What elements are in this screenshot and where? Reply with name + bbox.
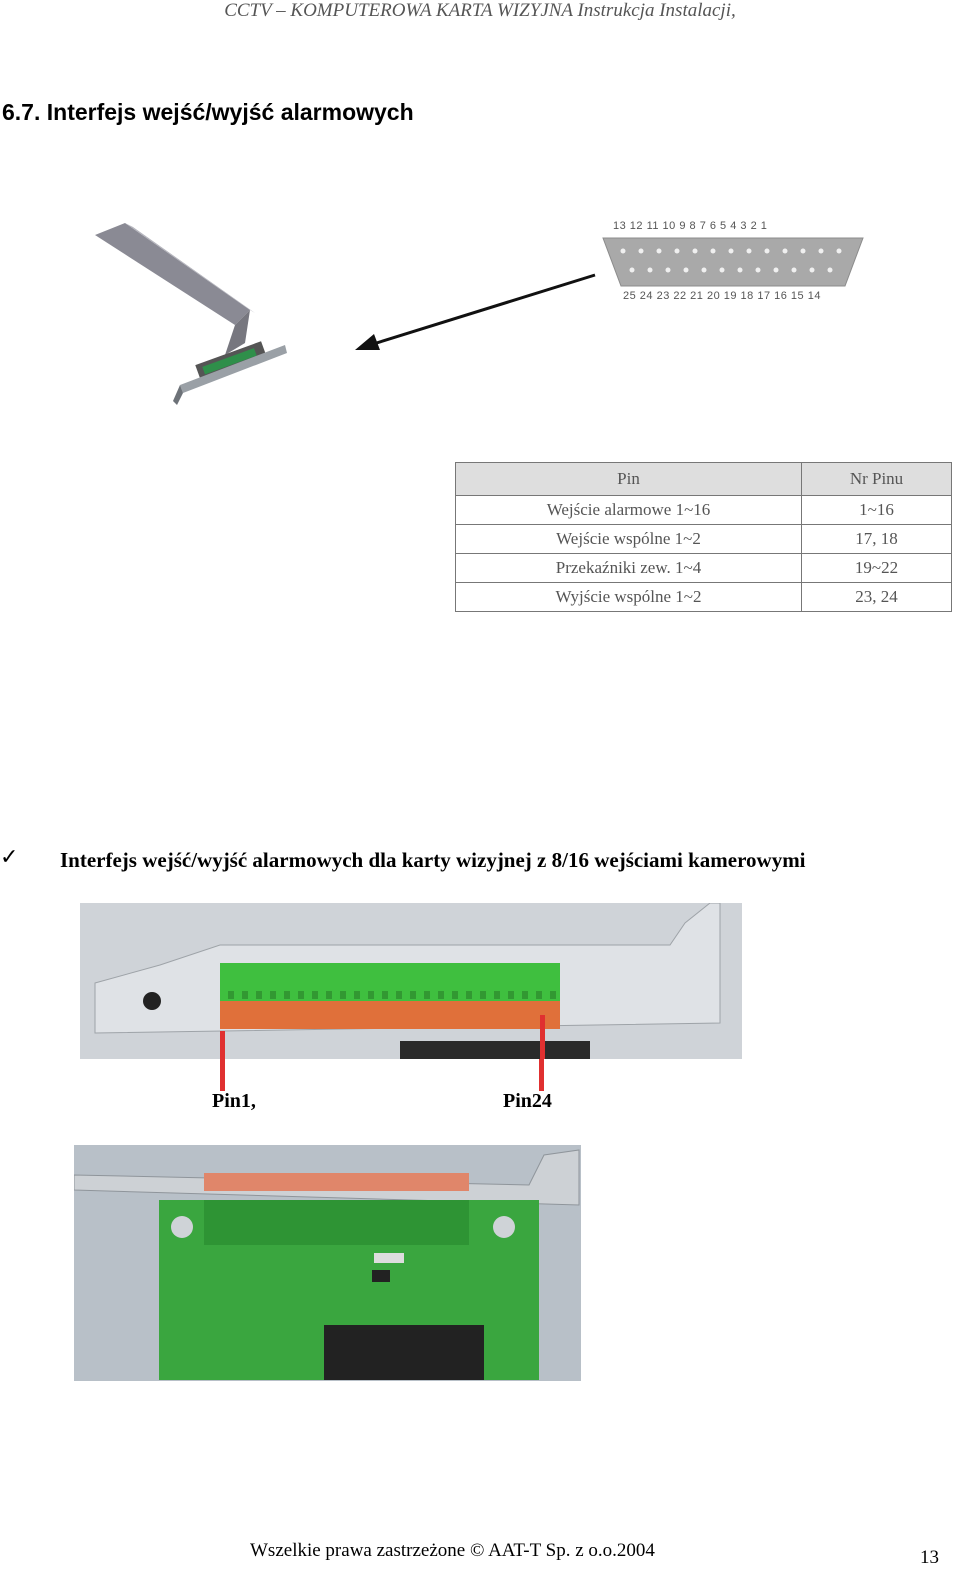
table-header-row: Pin Nr Pinu — [455, 462, 952, 496]
table-cell: Przekaźniki zew. 1~4 — [455, 553, 802, 583]
table-row: Wejście alarmowe 1~16 1~16 — [455, 495, 952, 525]
table-cell: 19~22 — [801, 553, 952, 583]
pin24-marker — [539, 1059, 544, 1091]
table-row: Przekaźniki zew. 1~4 19~22 — [455, 553, 952, 583]
bottom-pin-numbers: 25 24 23 22 21 20 19 18 17 16 15 14 — [623, 290, 821, 302]
ribbon-cable-image — [95, 223, 287, 405]
table-cell: Wyjście wspólne 1~2 — [455, 582, 802, 612]
footer-copyright: Wszelkie prawa zastrzeżone © AAT-T Sp. z… — [250, 1540, 655, 1561]
table-row: Wyjście wspólne 1~2 23, 24 — [455, 582, 952, 612]
terminal-bracket-photo — [80, 903, 742, 1059]
pcb-board-photo — [74, 1145, 581, 1381]
table-cell: 17, 18 — [801, 524, 952, 554]
db25-shell — [602, 237, 864, 287]
table-cell: 23, 24 — [801, 582, 952, 612]
bullet-text: Interfejs wejść/wyjść alarmowych dla kar… — [60, 848, 806, 872]
table-row: Wejście wspólne 1~2 17, 18 — [455, 524, 952, 554]
table-cell: Wejście wspólne 1~2 — [455, 524, 802, 554]
pin1-label: Pin1, — [212, 1090, 256, 1112]
pcb-board-drawing — [74, 1145, 581, 1381]
pin24-label: Pin24 — [503, 1090, 552, 1112]
pin-table: Pin Nr Pinu Wejście alarmowe 1~16 1~16 W… — [455, 462, 952, 612]
top-pin-numbers: 13 12 11 10 9 8 7 6 5 4 3 2 1 — [613, 220, 768, 232]
column-header-pin-number: Nr Pinu — [801, 462, 952, 496]
running-header: CCTV – KOMPUTEROWA KARTA WIZYJNA Instruk… — [224, 0, 736, 21]
table-cell: Wejście alarmowe 1~16 — [455, 495, 802, 525]
column-header-pin: Pin — [455, 462, 802, 496]
arrow-icon — [355, 273, 596, 350]
page-number: 13 — [920, 1547, 939, 1568]
pin1-marker — [220, 1059, 225, 1091]
db25-connector-diagram: 13 12 11 10 9 8 7 6 5 4 3 2 1 25 24 23 2… — [595, 218, 870, 306]
table-cell: 1~16 — [801, 495, 952, 525]
terminal-bracket-drawing — [80, 903, 742, 1059]
section-heading: 6.7. Interfejs wejść/wyjść alarmowych — [2, 99, 414, 125]
check-mark-icon: ✓ — [0, 845, 19, 870]
